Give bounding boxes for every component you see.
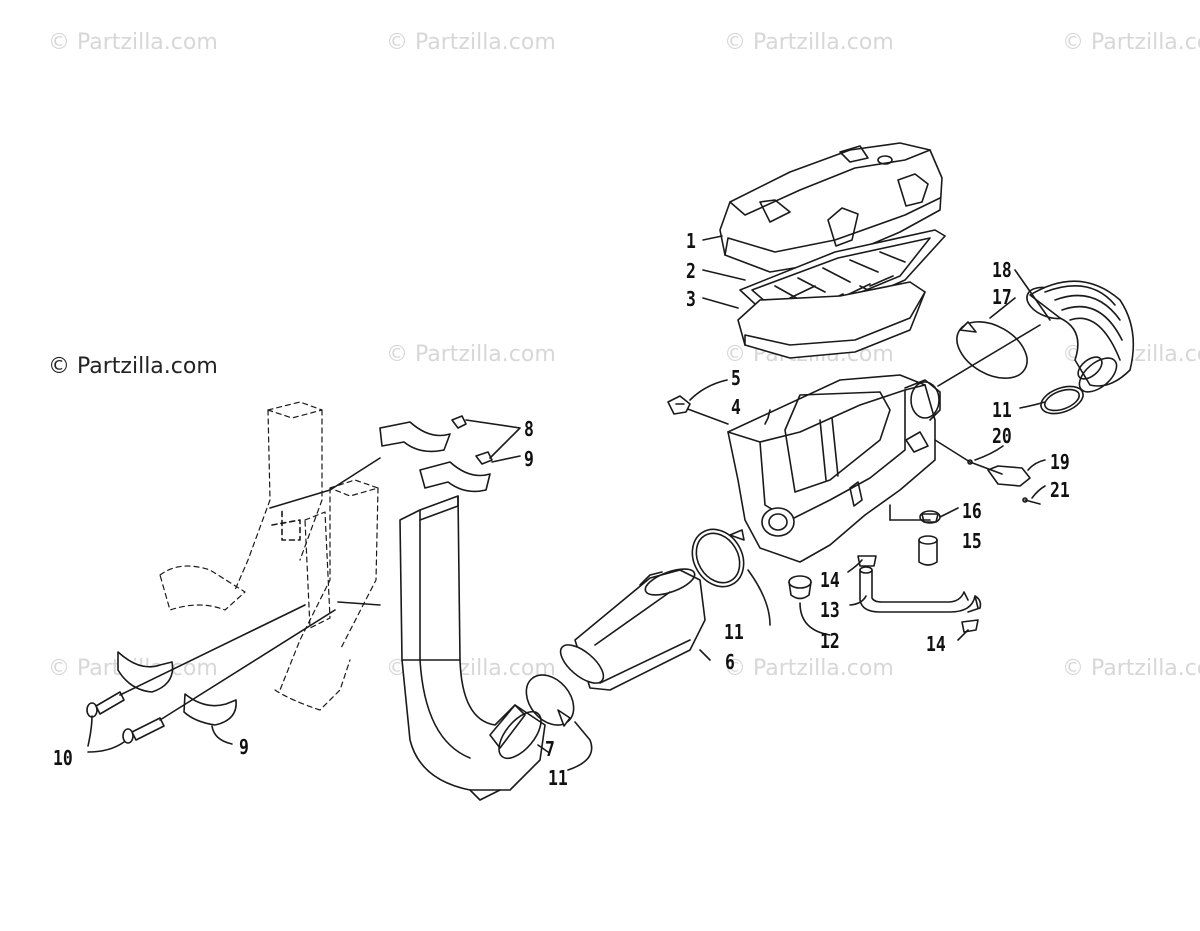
callout-1: 1 <box>686 229 696 253</box>
watermark: © Partzilla.com <box>48 30 218 55</box>
callout-14: 14 <box>926 632 946 656</box>
watermark-main: © Partzilla.com <box>48 354 218 379</box>
callout-7: 7 <box>545 737 555 761</box>
callout-17: 17 <box>992 285 1012 309</box>
hose-clamp-small <box>857 555 979 633</box>
watermark: © Partzilla.com <box>724 656 894 681</box>
bolt <box>86 691 165 744</box>
mounting-bracket <box>379 415 493 493</box>
callout-18: 18 <box>992 258 1012 282</box>
callout-20: 20 <box>992 424 1012 448</box>
filter-element <box>737 281 926 359</box>
callout-11: 11 <box>724 620 744 644</box>
air-duct <box>399 495 546 801</box>
mounting-bracket <box>117 651 237 726</box>
hose-clamp <box>691 528 745 588</box>
callout-2: 2 <box>686 259 696 283</box>
drain-plug <box>918 535 938 566</box>
airbox-cover <box>719 142 943 273</box>
hose-clamp <box>956 321 1028 379</box>
callout-10: 10 <box>53 746 73 770</box>
watermark: © Partzilla.com <box>386 30 556 55</box>
callout-4: 4 <box>731 395 741 419</box>
watermark: © Partzilla.com <box>386 342 556 367</box>
callout-11: 11 <box>992 398 1012 422</box>
callout-9: 9 <box>239 735 249 759</box>
watermark: © Partzilla.com <box>1062 30 1200 55</box>
intake-duct <box>559 568 706 691</box>
callout-6: 6 <box>725 650 735 674</box>
airbox-base <box>727 374 941 563</box>
callout-11: 11 <box>548 766 568 790</box>
drain-valve <box>967 459 1041 505</box>
callout-21: 21 <box>1050 478 1070 502</box>
hose-clamp <box>525 674 575 727</box>
intake-boot <box>1026 280 1135 393</box>
callout-19: 19 <box>1050 450 1070 474</box>
clip <box>667 395 691 415</box>
callout-16: 16 <box>962 499 982 523</box>
callout-15: 15 <box>962 529 982 553</box>
callout-5: 5 <box>731 366 741 390</box>
callout-12: 12 <box>820 629 840 653</box>
callout-9: 9 <box>524 447 534 471</box>
callout-14: 14 <box>820 568 840 592</box>
callout-3: 3 <box>686 287 696 311</box>
drain-hose <box>859 566 982 613</box>
watermark: © Partzilla.com <box>1062 656 1200 681</box>
callout-8: 8 <box>524 417 534 441</box>
hose-clamp <box>1040 385 1084 415</box>
watermark: © Partzilla.com <box>724 30 894 55</box>
callout-13: 13 <box>820 598 840 622</box>
frame-reference <box>159 401 379 711</box>
drain-clamp <box>919 510 941 524</box>
grommet <box>788 575 812 600</box>
